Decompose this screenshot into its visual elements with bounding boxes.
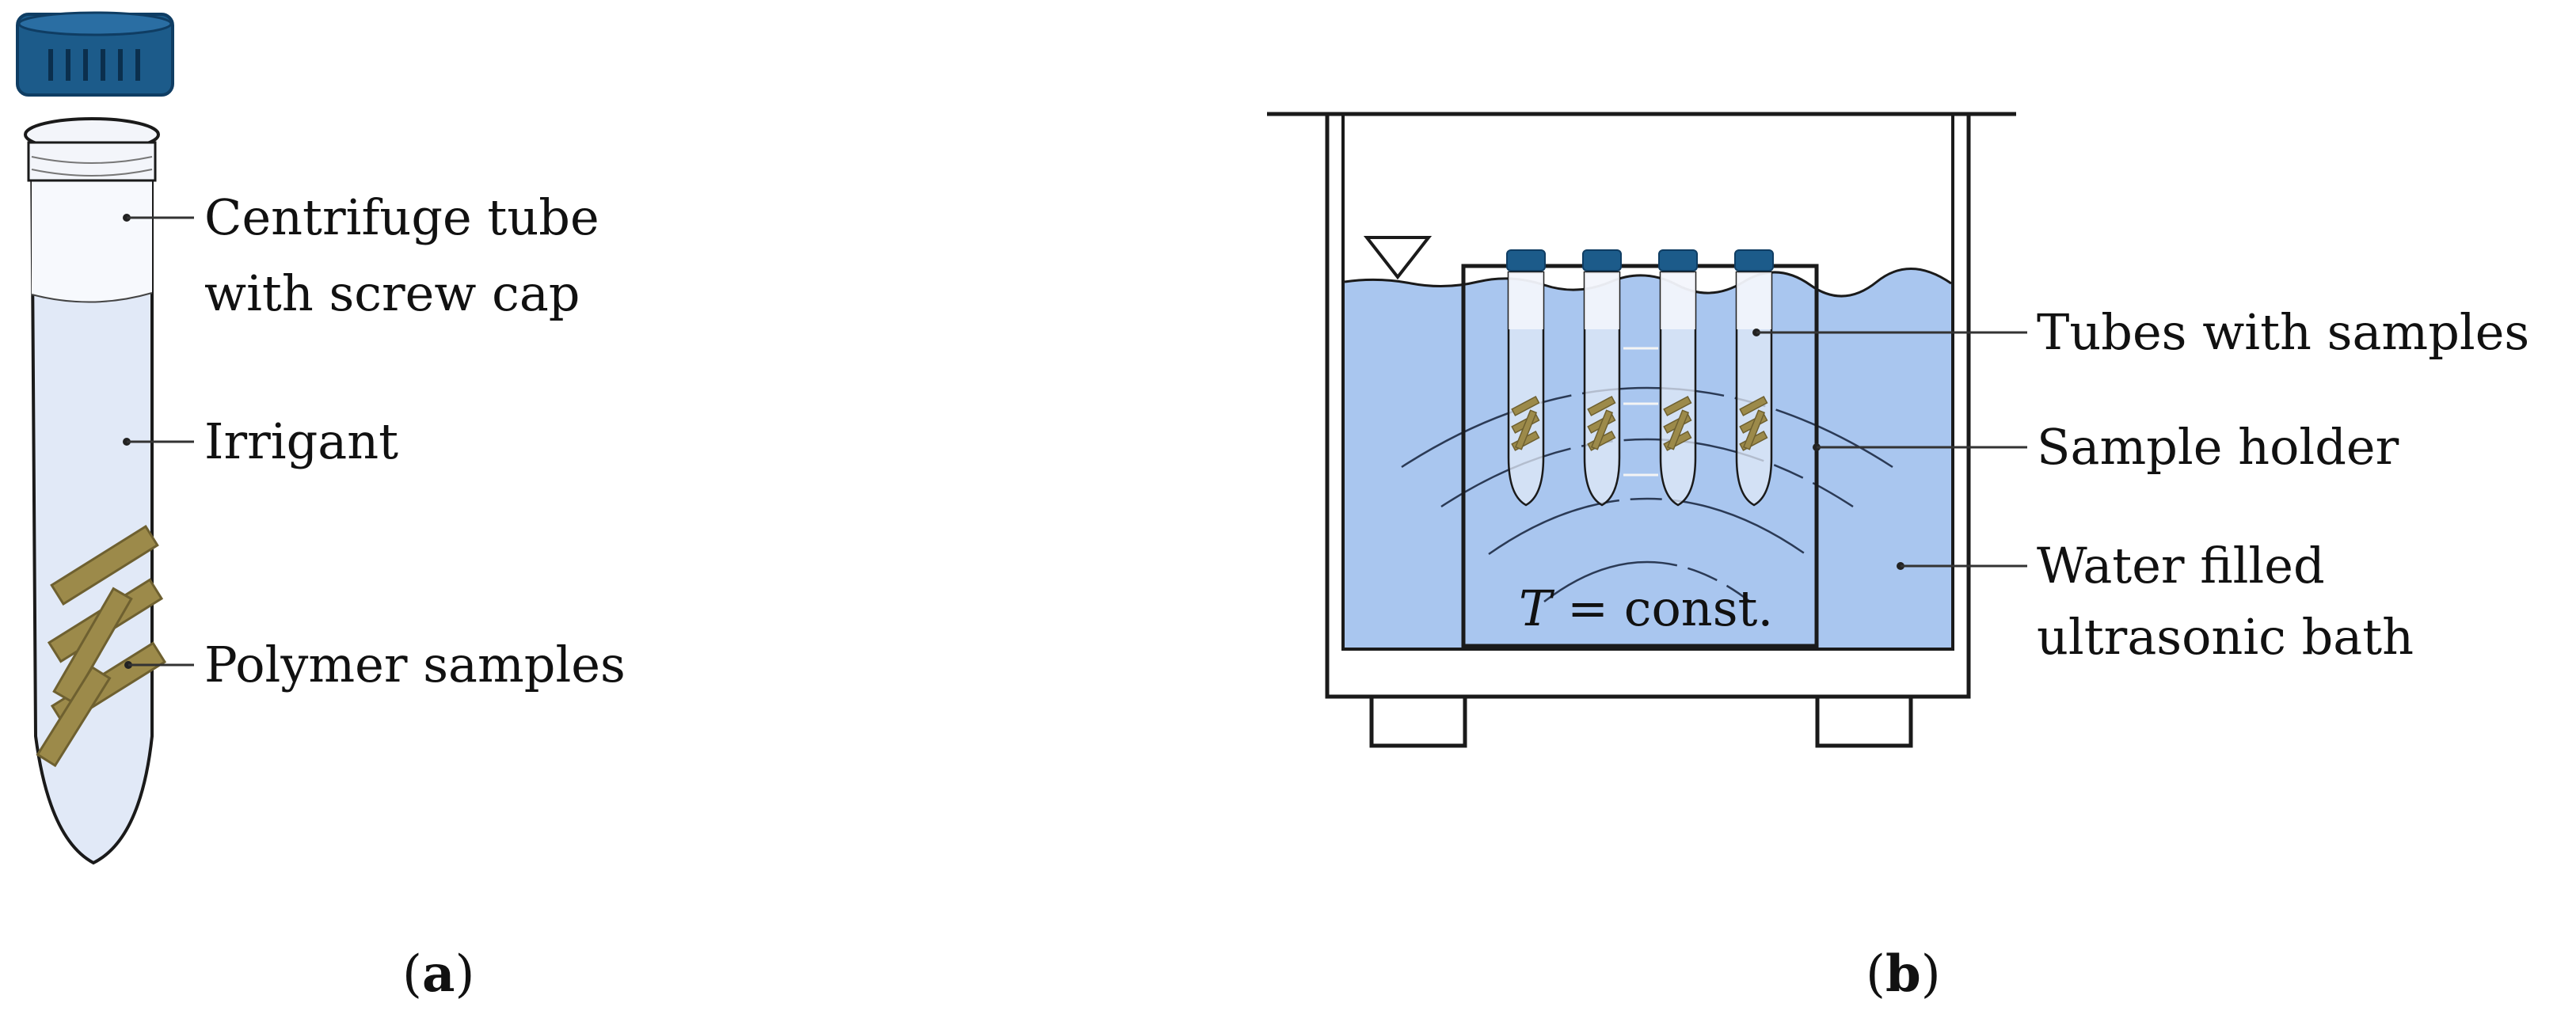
- label-irrigant: Irrigant: [204, 412, 398, 470]
- mini-tube-3: [1657, 249, 1699, 507]
- caption-b: (b): [1866, 944, 1941, 1004]
- bath-foot-right: [1815, 694, 1913, 748]
- label-tubes-with-samples: Tubes with samples: [2037, 303, 2529, 361]
- label-water-filled: Water filled: [2037, 537, 2325, 594]
- label-with-screw-cap: with screw cap: [204, 264, 580, 322]
- mini-tube-4: [1733, 249, 1775, 507]
- ultrasonic-waves: [1401, 386, 1893, 602]
- label-centrifuge-tube: Centrifuge tube: [204, 188, 599, 246]
- label-sample-holder: Sample holder: [2037, 418, 2399, 476]
- caption-a: (a): [402, 944, 474, 1004]
- tube-thread: [24, 117, 160, 182]
- label-polymer-samples: Polymer samples: [204, 636, 626, 693]
- ultrasonic-bath-illustration: T = const.: [1267, 112, 2016, 748]
- centrifuge-tube-illustration: [16, 11, 174, 865]
- mini-tube-2: [1581, 249, 1623, 507]
- panel-b-leaders: [1752, 329, 2027, 570]
- temperature-label: T = const.: [1519, 579, 1773, 637]
- bath-water: [1345, 268, 1951, 648]
- polymer-samples-icon: [36, 524, 167, 768]
- panel-a-leaders: [123, 214, 194, 669]
- bath-foot-left: [1369, 694, 1467, 748]
- screw-cap-icon: [16, 11, 174, 97]
- water-level-icon: [1363, 236, 1433, 280]
- label-ultrasonic-bath: ultrasonic bath: [2037, 608, 2414, 666]
- mini-tube-1: [1505, 249, 1547, 507]
